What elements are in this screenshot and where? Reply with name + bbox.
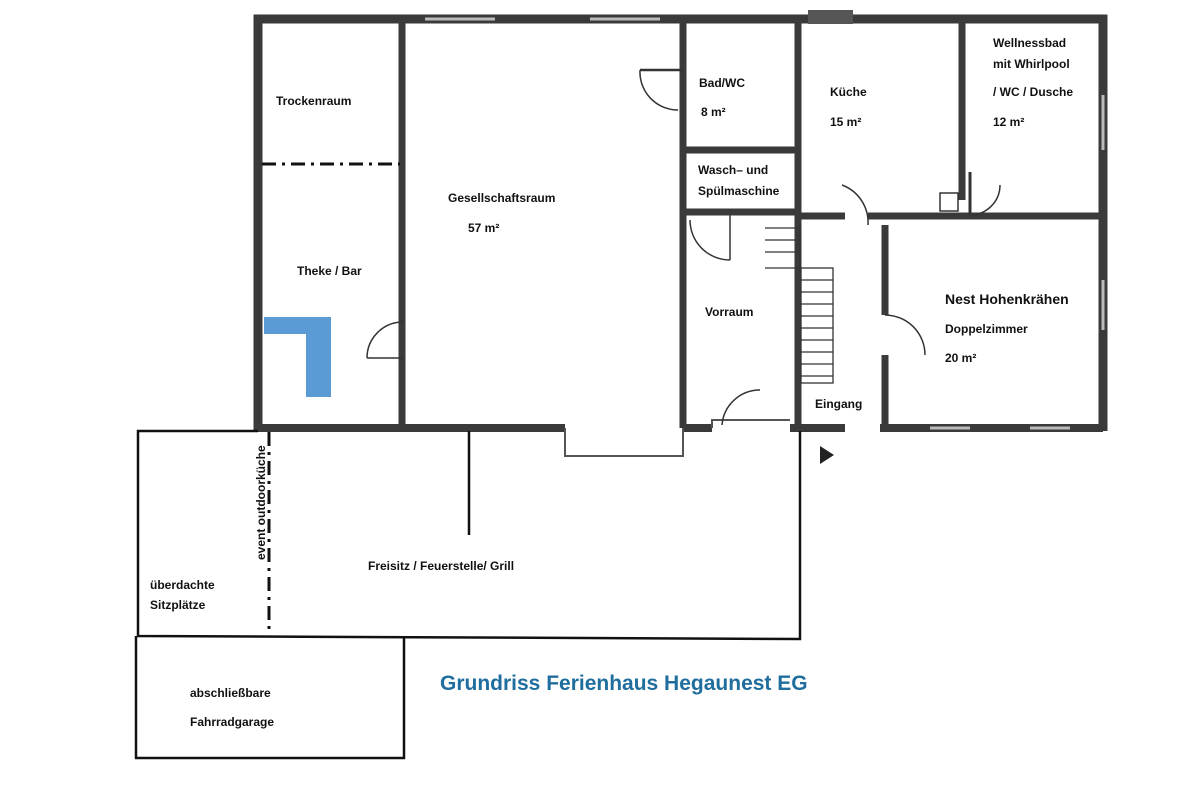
label-freisitz: Freisitz / Feuerstelle/ Grill — [368, 559, 515, 573]
label-vorraum: Vorraum — [705, 305, 754, 319]
plan-title: Grundriss Ferienhaus Hegaunest EG — [440, 672, 808, 695]
entry-arrow — [820, 446, 834, 464]
label-nest: Nest Hohenkrähen — [945, 291, 1069, 307]
fixture-small — [939, 192, 959, 212]
label-trockenraum: Trockenraum — [276, 94, 352, 108]
label-kueche: Küche — [830, 85, 867, 99]
label-wellness-area: 12 m² — [993, 115, 1025, 129]
label-bad: Bad/WC — [699, 76, 745, 90]
label-kueche-area: 15 m² — [830, 115, 862, 129]
label-sitz-2: Sitzplätze — [150, 598, 206, 612]
label-gesellschaftsraum-area: 57 m² — [468, 221, 500, 235]
interior-walls — [398, 23, 1103, 428]
label-sitz-1: überdachte — [150, 578, 215, 592]
window-marks — [425, 17, 1105, 430]
stair — [765, 227, 834, 384]
label-garage-2: Fahrradgarage — [190, 715, 275, 729]
label-wellness-2: mit Whirlpool — [993, 57, 1070, 71]
bar-counter — [264, 317, 331, 397]
label-outdoor-kitchen: event outdoorküche — [254, 445, 268, 560]
label-gesellschaftsraum: Gesellschaftsraum — [448, 191, 556, 205]
outer-walls — [253, 14, 1108, 431]
label-nest-area: 20 m² — [945, 351, 977, 365]
bay-outline — [564, 428, 684, 457]
label-wasch-2: Spülmaschine — [698, 184, 780, 198]
label-wasch-1: Wasch– und — [698, 163, 769, 177]
outdoor-outlines — [134, 429, 802, 760]
label-garage-1: abschließbare — [190, 686, 271, 700]
label-wellness-1: Wellnessbad — [993, 36, 1067, 50]
label-nest-sub: Doppelzimmer — [945, 322, 1028, 336]
vorraum-bump — [711, 419, 790, 428]
doors — [366, 68, 1001, 426]
label-wellness-3: / WC / Dusche — [993, 85, 1074, 99]
label-bad-area: 8 m² — [701, 105, 726, 119]
label-eingang: Eingang — [815, 397, 863, 411]
chimney-mark — [808, 10, 853, 24]
label-theke: Theke / Bar — [297, 264, 362, 278]
